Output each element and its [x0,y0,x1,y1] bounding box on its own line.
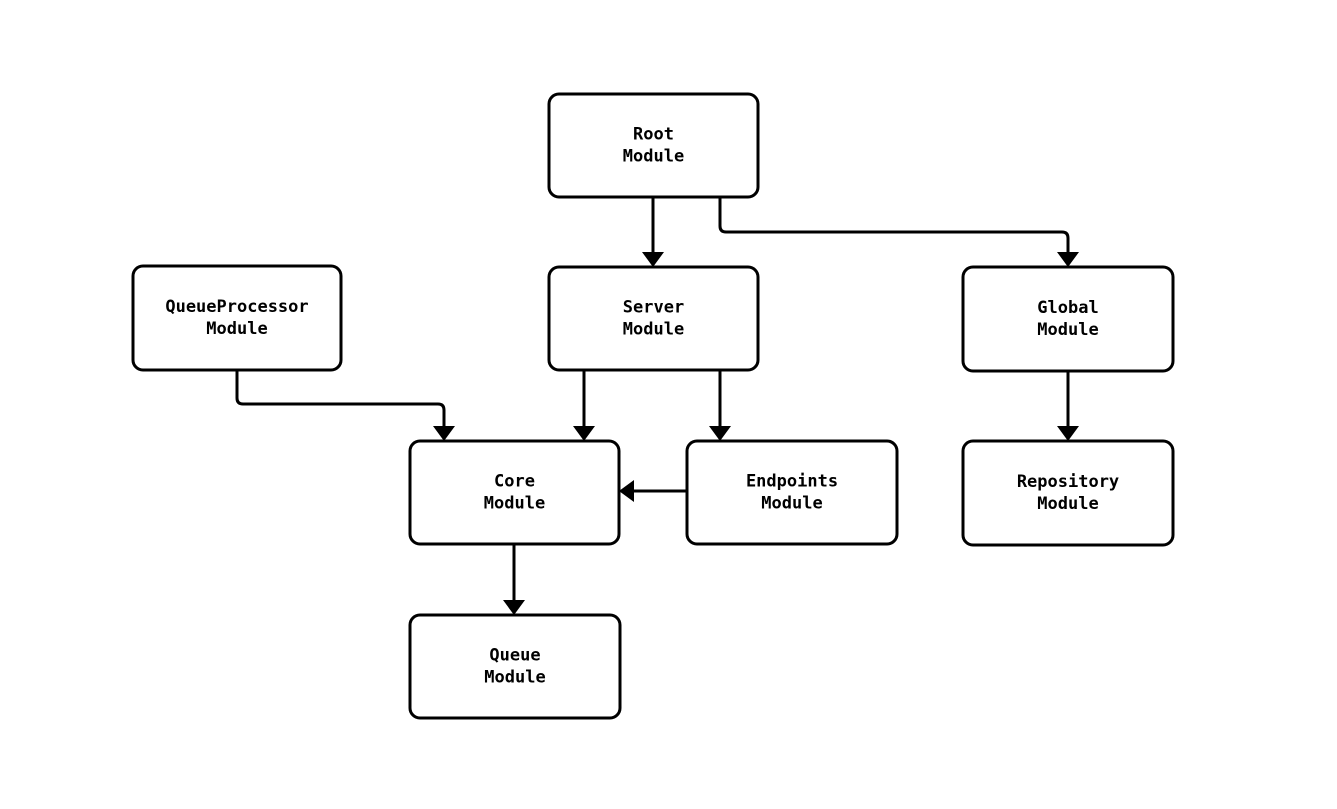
queue-module-node-box[interactable] [408,613,622,720]
repository-module-node-box[interactable] [961,439,1175,547]
edge-queueprocessor-to-core [235,370,455,441]
edge-root-to-server [642,197,664,267]
edge-root-to-server-arrowhead-icon [642,252,664,267]
edge-core-to-queue [503,544,525,615]
edge-global-to-repository [1057,371,1079,441]
edge-root-to-global-arrowhead-icon [1057,252,1079,267]
edge-endpoints-to-core [619,480,687,502]
global-module-node-box[interactable] [961,265,1175,373]
server-module-node-box[interactable] [547,265,760,372]
edge-core-to-queue-arrowhead-icon [503,600,525,615]
endpoints-module-node-box[interactable] [685,439,899,546]
edge-server-to-core [573,370,595,441]
edge-server-to-endpoints-arrowhead-icon [709,426,731,441]
edges-layer [235,197,1079,615]
edge-server-to-core-arrowhead-icon [573,426,595,441]
edge-global-to-repository-arrowhead-icon [1057,426,1079,441]
core-module-node-box[interactable] [408,439,621,546]
root-module-node-box[interactable] [547,92,760,199]
edge-queueprocessor-to-core-line [235,370,446,430]
edge-server-to-endpoints [709,370,731,441]
edge-root-to-global [718,197,1079,267]
edge-endpoints-to-core-arrowhead-icon [619,480,634,502]
queueprocessor-module-node-box[interactable] [131,264,343,372]
edge-root-to-global-line [718,197,1070,256]
edge-queueprocessor-to-core-arrowhead-icon [433,426,455,441]
